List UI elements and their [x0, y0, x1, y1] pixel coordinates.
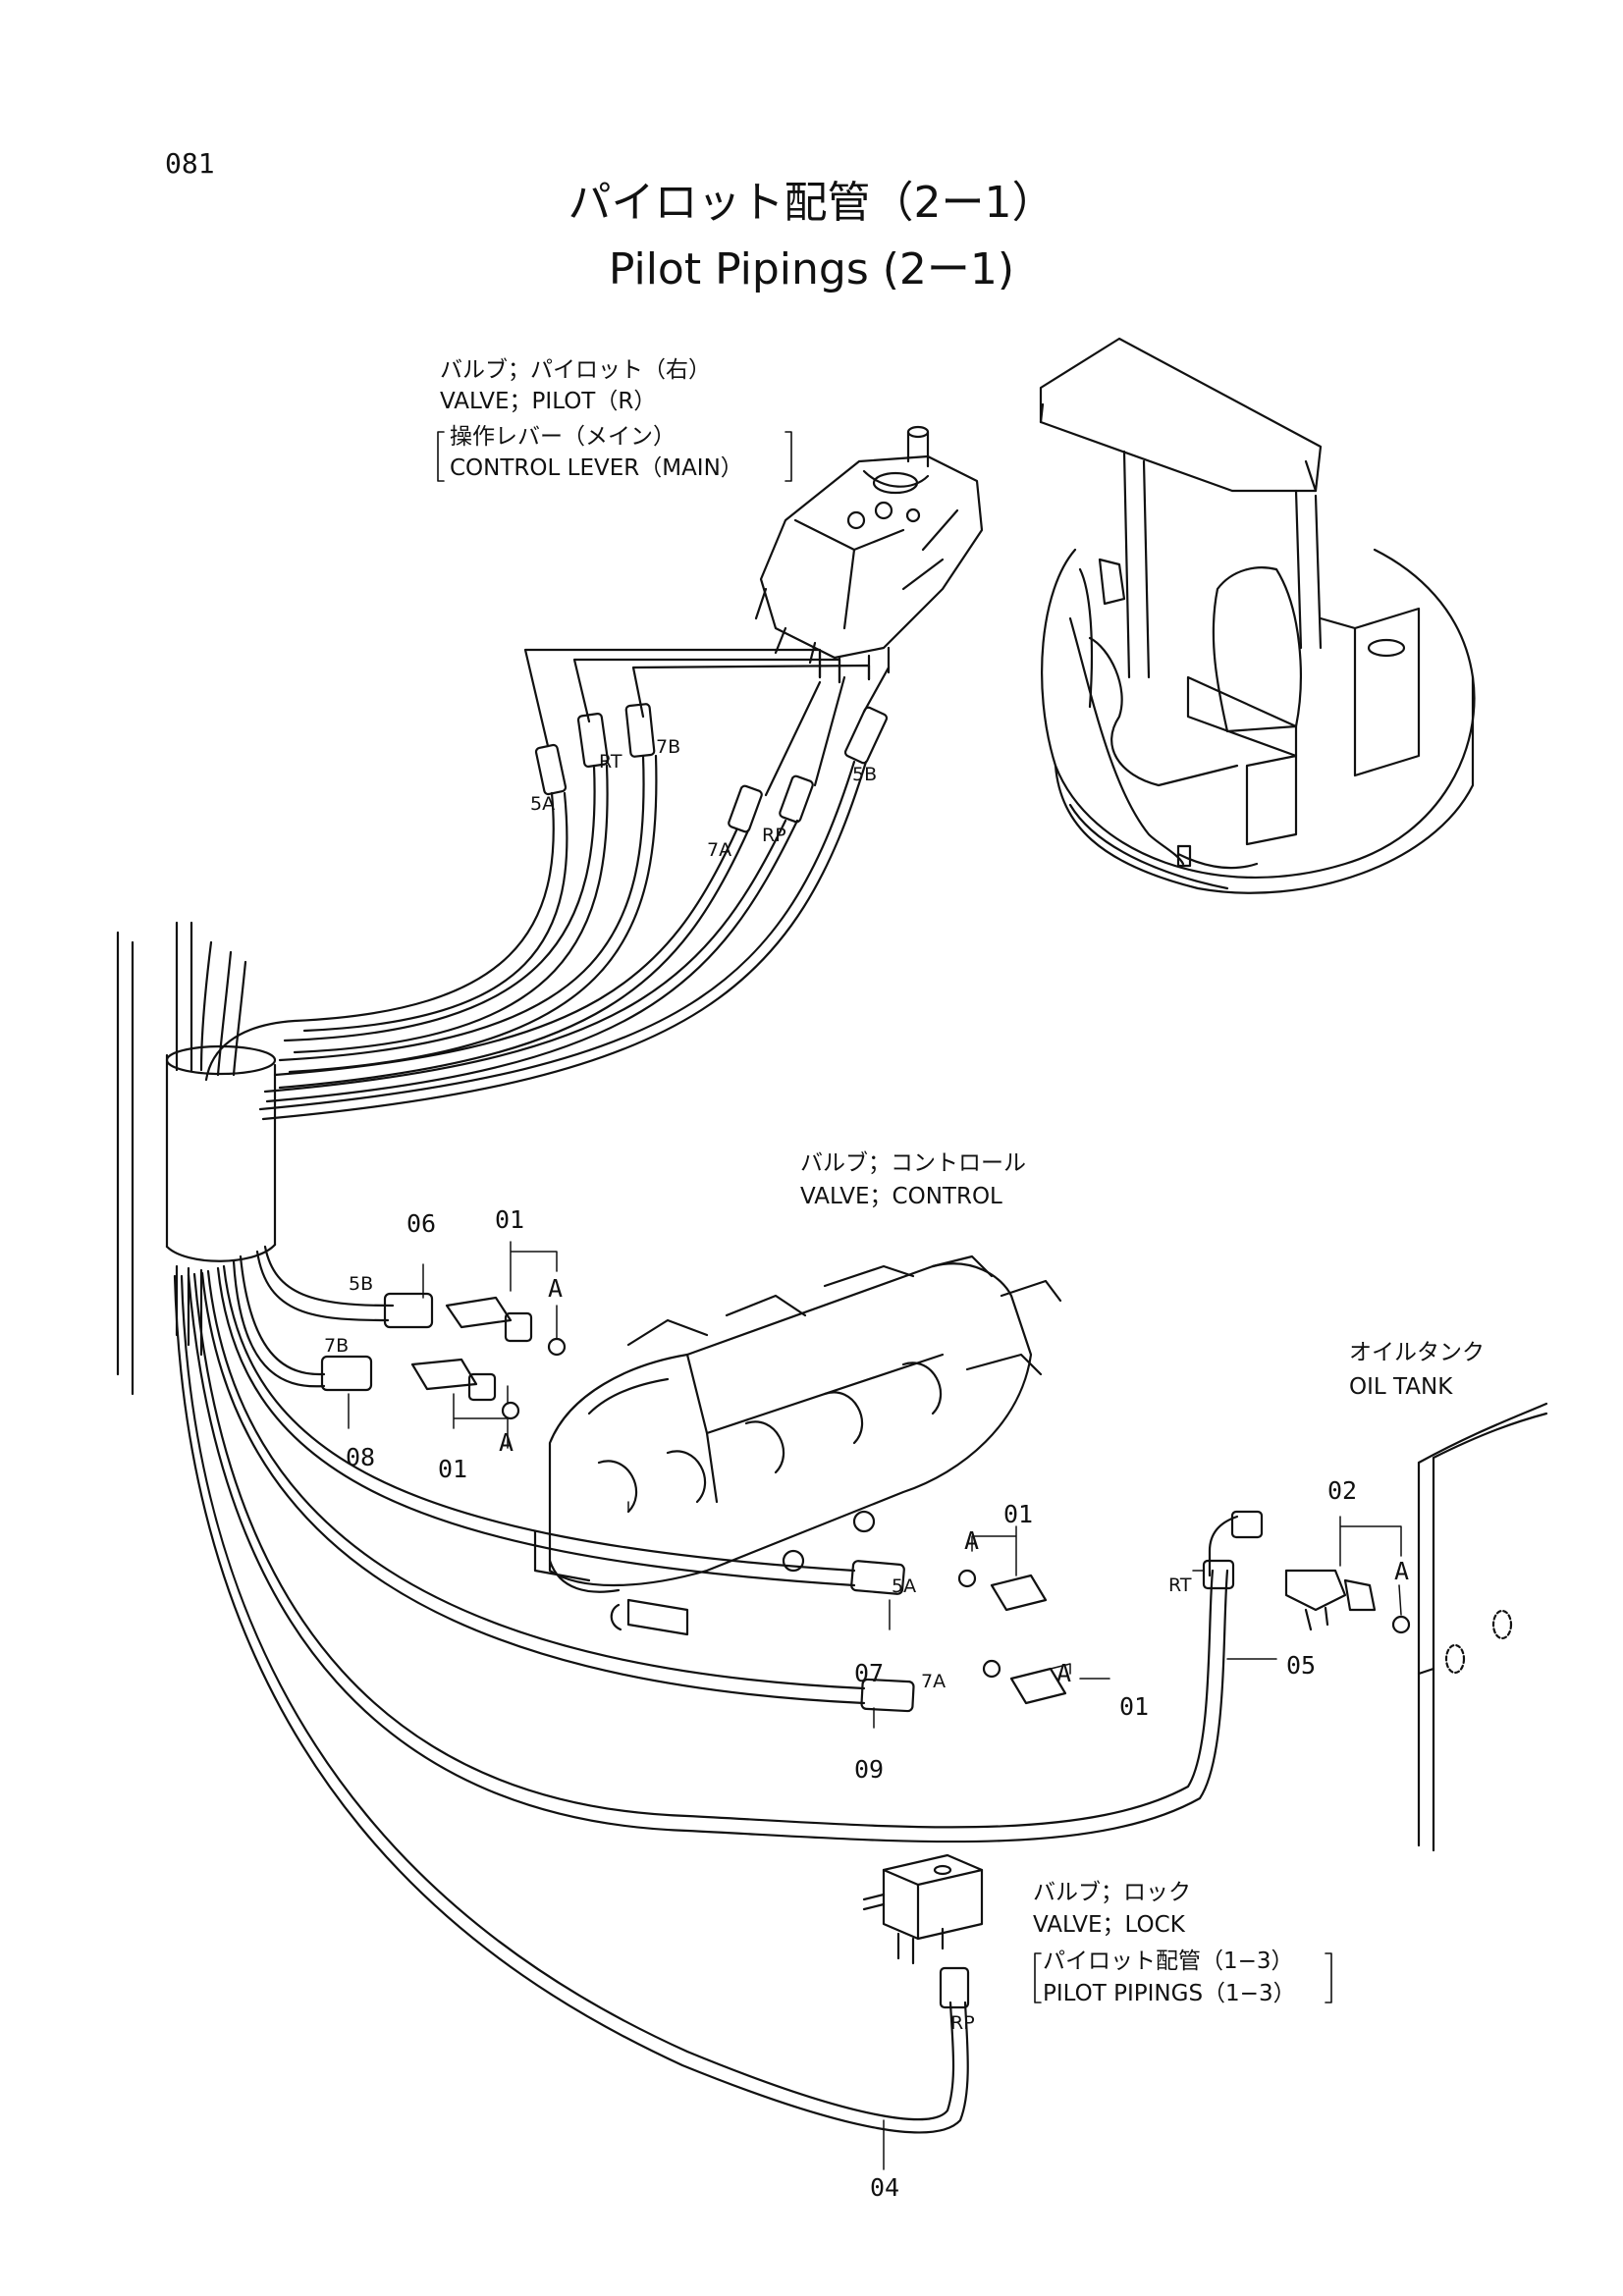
part-callout-08: 08 [346, 1443, 376, 1471]
port-label-5b: 5B [852, 764, 878, 785]
part-callout-06: 06 [406, 1209, 437, 1238]
part-callout-09: 09 [854, 1755, 885, 1784]
hose-fitting-5a [535, 744, 566, 795]
lock-pilot-pipings-label-en: PILOT PIPINGS（1−3） [1043, 1981, 1296, 2006]
lever-shaft [908, 432, 928, 466]
part-callout-02: 02 [1327, 1476, 1358, 1505]
control-lever-label-en: CONTROL LEVER（MAIN） [450, 455, 743, 481]
port-label-7a: 7A [707, 839, 732, 861]
part-callout-01: 01 [495, 1205, 525, 1234]
hose-fitting-7b [625, 704, 654, 757]
page-number: 081 [165, 147, 215, 180]
pilot-valve-label-en: VALVE；PILOT（R） [440, 389, 657, 414]
hydraulic-tank-box [1321, 609, 1419, 775]
tank-return-fittings [1204, 1512, 1409, 1632]
o-ring-a1 [549, 1339, 565, 1355]
oil-tank-label-en: OIL TANK [1349, 1374, 1453, 1400]
port-label-rp: RP [950, 2012, 975, 2034]
port-label-5a: 5A [530, 793, 556, 815]
oil-tank-label-jp: オイルタンク [1349, 1340, 1485, 1365]
oil-tank-side [1419, 1404, 1546, 1850]
port-label-rt: RT [1168, 1575, 1192, 1596]
part-callout-04: 04 [870, 2173, 900, 2202]
lock-valve-label-jp: バルブ；ロック [1033, 1880, 1191, 1905]
access-door [1247, 756, 1296, 844]
leader-lines [349, 1242, 1401, 2169]
machine-overview [1041, 339, 1474, 893]
detail-ref-a: A [548, 1274, 564, 1303]
pilot-valve-body [761, 456, 982, 658]
part-callout-01: 01 [1003, 1500, 1034, 1528]
hose-fitting-rp-lock [941, 1968, 968, 2007]
hose-fitting-08 [322, 1357, 371, 1390]
part-callout-01: 01 [1119, 1692, 1150, 1721]
hose-fitting-rt [577, 714, 608, 768]
port-label-rp: RP [762, 825, 786, 846]
pilot-hose-bundle [177, 650, 889, 1119]
hose-fitting-rp [779, 775, 814, 824]
control-valve-label-en: VALVE；CONTROL [800, 1184, 1002, 1209]
lower-hoses [118, 933, 1227, 2132]
lock-valve [864, 1855, 982, 2007]
port-label-5a: 5A [892, 1575, 917, 1597]
valve-solenoid-block [628, 1600, 687, 1634]
hose-fitting-7a [728, 785, 763, 833]
lock-valve-label-en: VALVE；LOCK [1033, 1912, 1185, 1938]
label-brackets [438, 432, 1331, 2002]
o-ring-a3 [959, 1571, 975, 1586]
part-callout-05: 05 [1286, 1651, 1317, 1680]
hose-fitting-06 [385, 1294, 432, 1327]
port-label-rt: RT [599, 751, 622, 773]
lock-pilot-pipings-label-jp: パイロット配管（1−3） [1043, 1949, 1294, 1974]
o-ring-a2 [503, 1403, 518, 1418]
port-label-7a: 7A [921, 1671, 947, 1692]
control-valve-body [535, 1256, 1060, 1634]
control-lever-label-jp: 操作レバー（メイン） [450, 424, 676, 450]
pilot-valve-right [756, 427, 982, 682]
tank-cap [1369, 640, 1404, 656]
hose-fitting-5b [844, 706, 889, 764]
elbow-fitting-01b [412, 1360, 476, 1389]
detail-ref-a: A [1394, 1557, 1410, 1585]
part-callout-07: 07 [854, 1659, 885, 1687]
hose-fitting-09 [861, 1680, 913, 1712]
canopy-posts [1124, 452, 1321, 677]
port-label-7b: 7B [656, 736, 681, 758]
upper-structure-body [1042, 550, 1474, 878]
port-label-5b: 5B [349, 1273, 374, 1295]
lock-valve-body [884, 1855, 982, 1939]
detail-ref-a: A [1056, 1659, 1072, 1687]
tee-fitting-02 [1286, 1571, 1345, 1610]
elbow-fitting-01a [447, 1298, 511, 1327]
title-japanese: パイロット配管（2ー1） [568, 178, 1055, 228]
elbow-fitting-01c [992, 1575, 1046, 1610]
part-callout-01: 01 [438, 1455, 468, 1483]
operator-seat [1214, 567, 1301, 731]
canopy-roof [1041, 339, 1321, 491]
o-ring-a4 [984, 1661, 1000, 1677]
detail-ref-a: A [499, 1428, 514, 1457]
oil-tank-wall [1419, 1404, 1546, 1850]
title-english: Pilot Pipings (2ー1) [608, 244, 1015, 294]
port-label-7b: 7B [324, 1335, 350, 1357]
o-ring-a5 [1393, 1617, 1409, 1632]
control-valve-label-jp: バルブ；コントロール [800, 1150, 1026, 1176]
hose-fitting-07 [851, 1561, 904, 1594]
pilot-valve-label-jp: バルブ；パイロット（右） [440, 357, 711, 383]
detail-ref-a: A [964, 1526, 980, 1555]
